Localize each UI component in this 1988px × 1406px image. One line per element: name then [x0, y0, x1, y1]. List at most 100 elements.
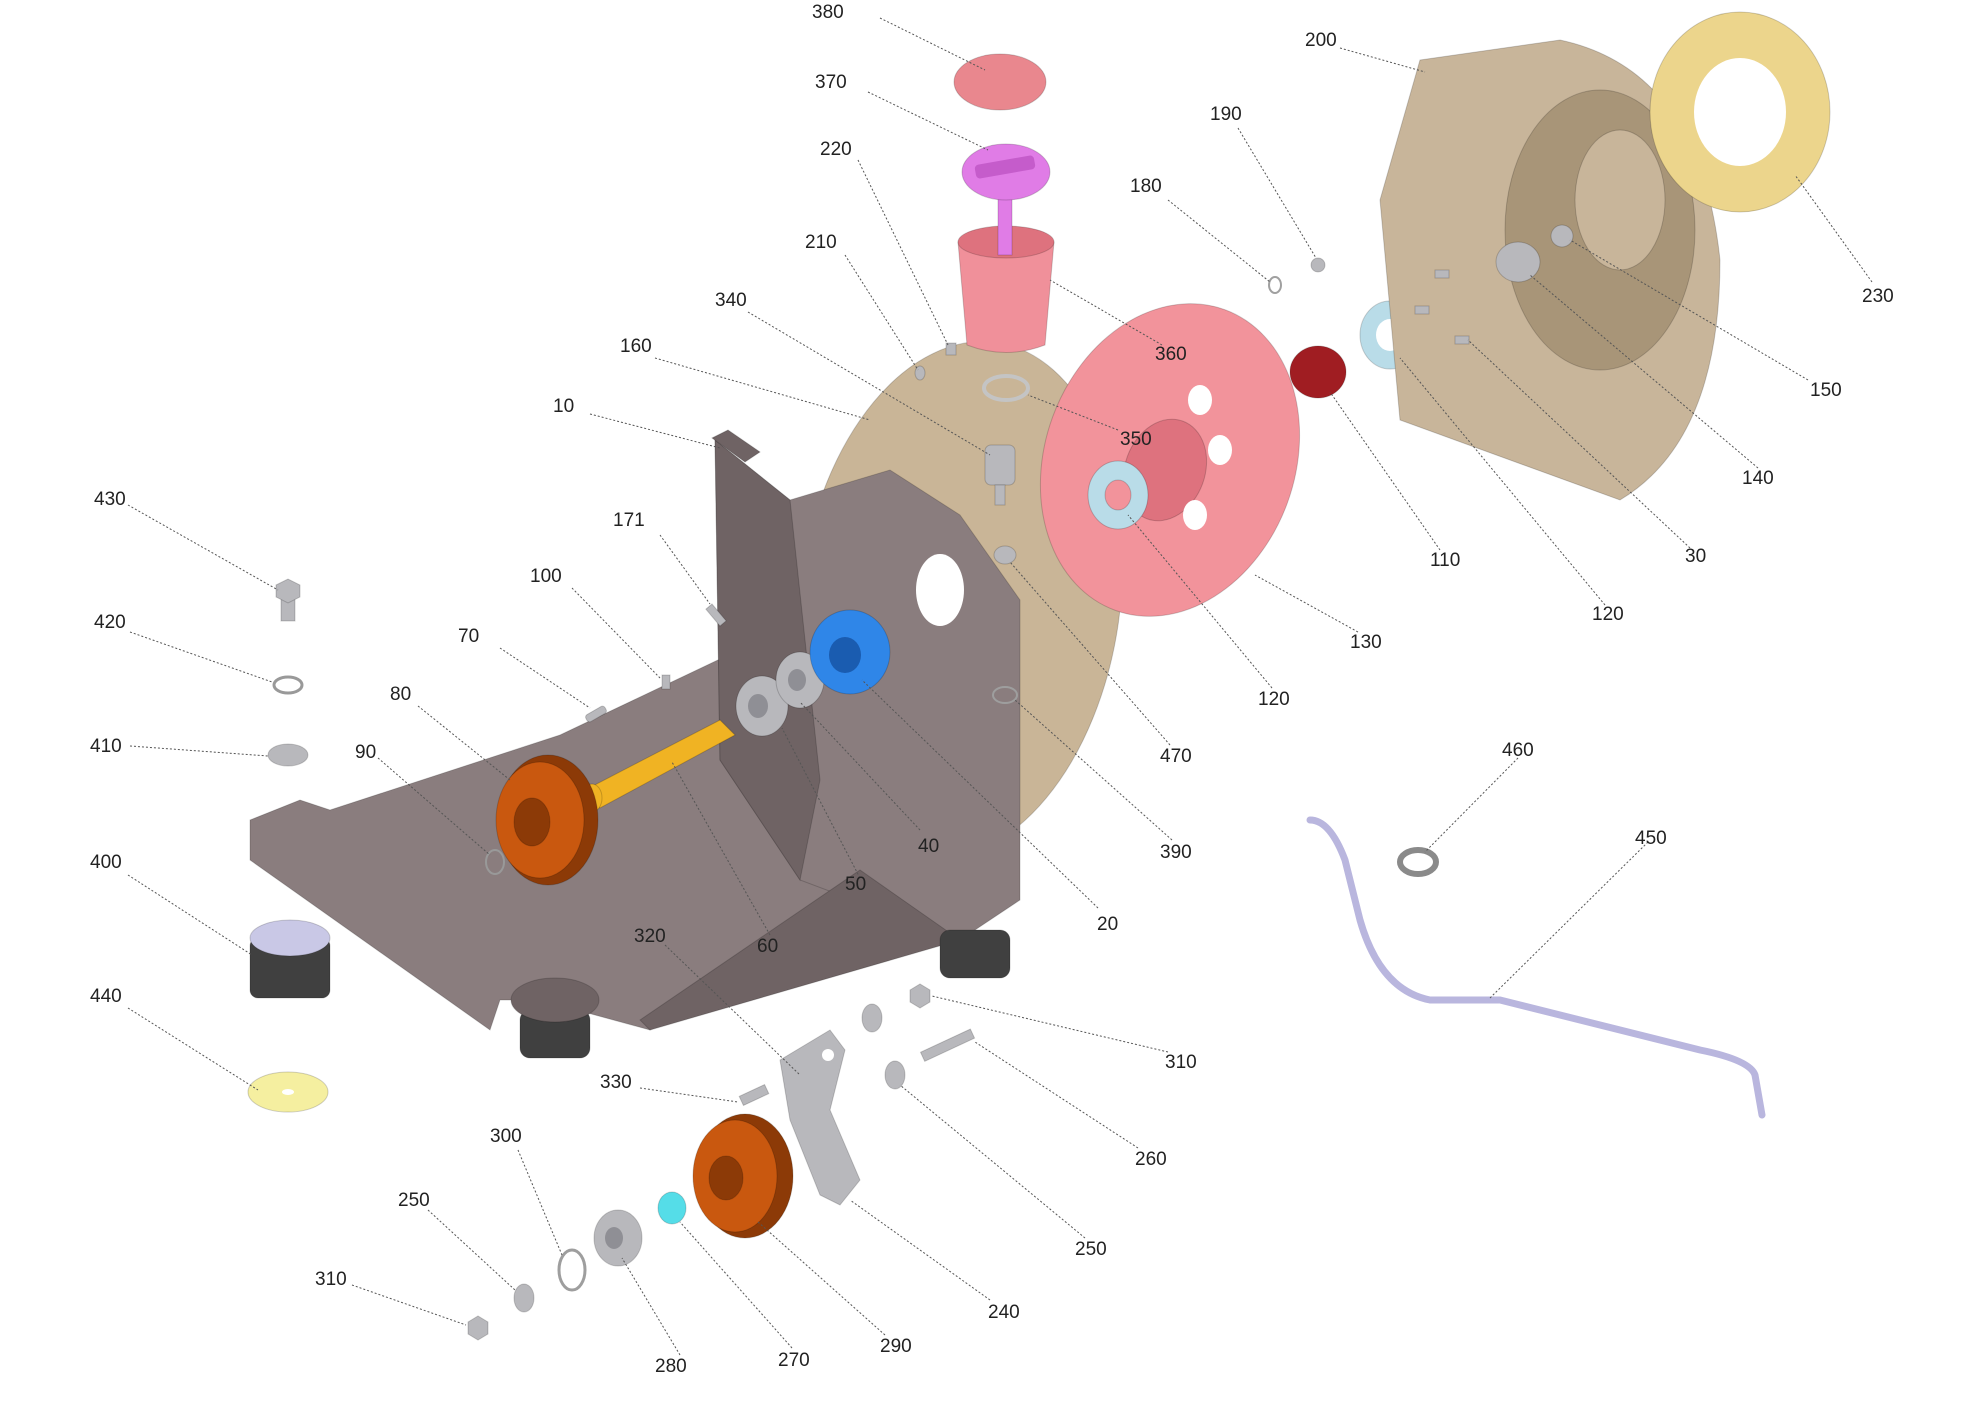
callout-label: 310	[1165, 1052, 1197, 1073]
callout-label: 250	[398, 1190, 430, 1211]
callout-label: 40	[918, 836, 939, 857]
nut-310-right	[909, 983, 931, 1009]
callout-label: 350	[1120, 429, 1152, 450]
leader-60	[671, 761, 771, 936]
leader-160	[654, 357, 871, 421]
callout-label: 210	[805, 232, 837, 253]
frame-foot-mount-rear	[939, 929, 1011, 979]
circlip-90	[485, 849, 505, 875]
leader-100	[571, 587, 661, 679]
rubber-mount-400-top	[249, 919, 331, 957]
leader-320	[664, 944, 801, 1076]
tensioner-bracket	[779, 1029, 861, 1206]
callout-label: 90	[355, 742, 376, 763]
nut-310-left	[467, 1315, 489, 1341]
grommet-110	[1289, 345, 1347, 399]
leader-330	[639, 1087, 739, 1103]
washer-410	[267, 743, 309, 767]
leader-460	[1424, 757, 1519, 853]
washer-250-left	[513, 1283, 535, 1313]
leader-130	[1254, 574, 1359, 633]
leader-300	[517, 1149, 563, 1256]
callout-label: 460	[1502, 740, 1534, 761]
leader-440	[127, 1007, 259, 1091]
leader-470	[1009, 561, 1171, 746]
impeller-vane-hole-1	[1188, 385, 1212, 415]
callout-label: 430	[94, 489, 126, 510]
leader-250-left	[427, 1209, 516, 1291]
leader-140	[1529, 274, 1759, 469]
leader-120-center	[1127, 514, 1273, 689]
frame-upright-side	[714, 438, 821, 882]
callout-label: 110	[1430, 550, 1460, 571]
callout-label: 120	[1258, 689, 1290, 710]
housing-washer-140	[1495, 241, 1541, 283]
frame-top-flange	[711, 429, 761, 463]
callout-label: 20	[1097, 914, 1118, 935]
callout-label: 80	[390, 684, 411, 705]
leader-410	[129, 745, 269, 757]
washer-210	[914, 365, 926, 381]
callout-label: 10	[553, 396, 574, 417]
callout-label: 290	[880, 1336, 912, 1357]
callout-label: 171	[613, 510, 645, 531]
bolt-260	[919, 1028, 976, 1063]
knob-slot	[974, 155, 1036, 179]
pad-440-bore	[282, 1089, 294, 1095]
fitting-340	[984, 444, 1016, 486]
callout-label: 50	[845, 874, 866, 895]
leader-350	[1027, 394, 1119, 431]
leader-10	[589, 413, 721, 449]
cap-380	[953, 53, 1047, 111]
callout-label: 140	[1742, 468, 1774, 489]
shaft-key	[585, 705, 607, 723]
parts-layer	[247, 11, 1831, 1341]
callout-label: 160	[620, 336, 652, 357]
callout-label: 280	[655, 1356, 687, 1377]
screw-220	[945, 342, 957, 356]
impeller-vane-hole-3	[1183, 500, 1207, 530]
callout-label: 180	[1130, 176, 1162, 197]
leader-430	[127, 504, 279, 591]
leader-90	[377, 757, 491, 856]
bolt-330	[738, 1083, 770, 1107]
nut-190	[1310, 257, 1326, 273]
leader-110	[1329, 391, 1441, 551]
leader-420	[129, 631, 273, 683]
leader-180	[1167, 199, 1271, 283]
callout-label: 250	[1075, 1239, 1107, 1260]
callout-label: 100	[530, 566, 562, 587]
blue-nut-bore	[829, 637, 861, 673]
flange-230-bore	[1694, 58, 1786, 166]
front-pulley-hub	[513, 797, 551, 847]
bearing-50-bore	[748, 694, 768, 718]
leader-280	[621, 1257, 681, 1356]
callout-label: 240	[988, 1302, 1020, 1323]
leader-lines	[127, 17, 1873, 1356]
leader-240	[849, 1199, 991, 1301]
leader-210	[844, 254, 919, 371]
frame-foot-mount-front-top	[510, 977, 600, 1023]
callout-label: 130	[1350, 632, 1382, 653]
callout-label: 120	[1592, 604, 1624, 625]
leader-200	[1339, 47, 1426, 73]
callout-label: 380	[812, 2, 844, 23]
callout-label: 310	[315, 1269, 347, 1290]
leader-310-right	[931, 995, 1169, 1053]
callout-label: 450	[1635, 828, 1667, 849]
lockwasher-420	[272, 675, 304, 695]
housing-nut-150	[1550, 224, 1574, 248]
leader-380	[879, 17, 986, 71]
fitting-340-stem	[994, 484, 1006, 506]
callout-label: 400	[90, 852, 122, 873]
callout-label: 220	[820, 139, 852, 160]
leader-400	[127, 874, 253, 956]
callout-label: 470	[1160, 746, 1192, 767]
tensioner-bracket-hole-top	[822, 1049, 834, 1061]
bolt-430-head	[275, 578, 301, 604]
leader-450	[1489, 841, 1649, 999]
callout-label: 30	[1685, 546, 1706, 567]
leader-250-right	[899, 1084, 1086, 1239]
